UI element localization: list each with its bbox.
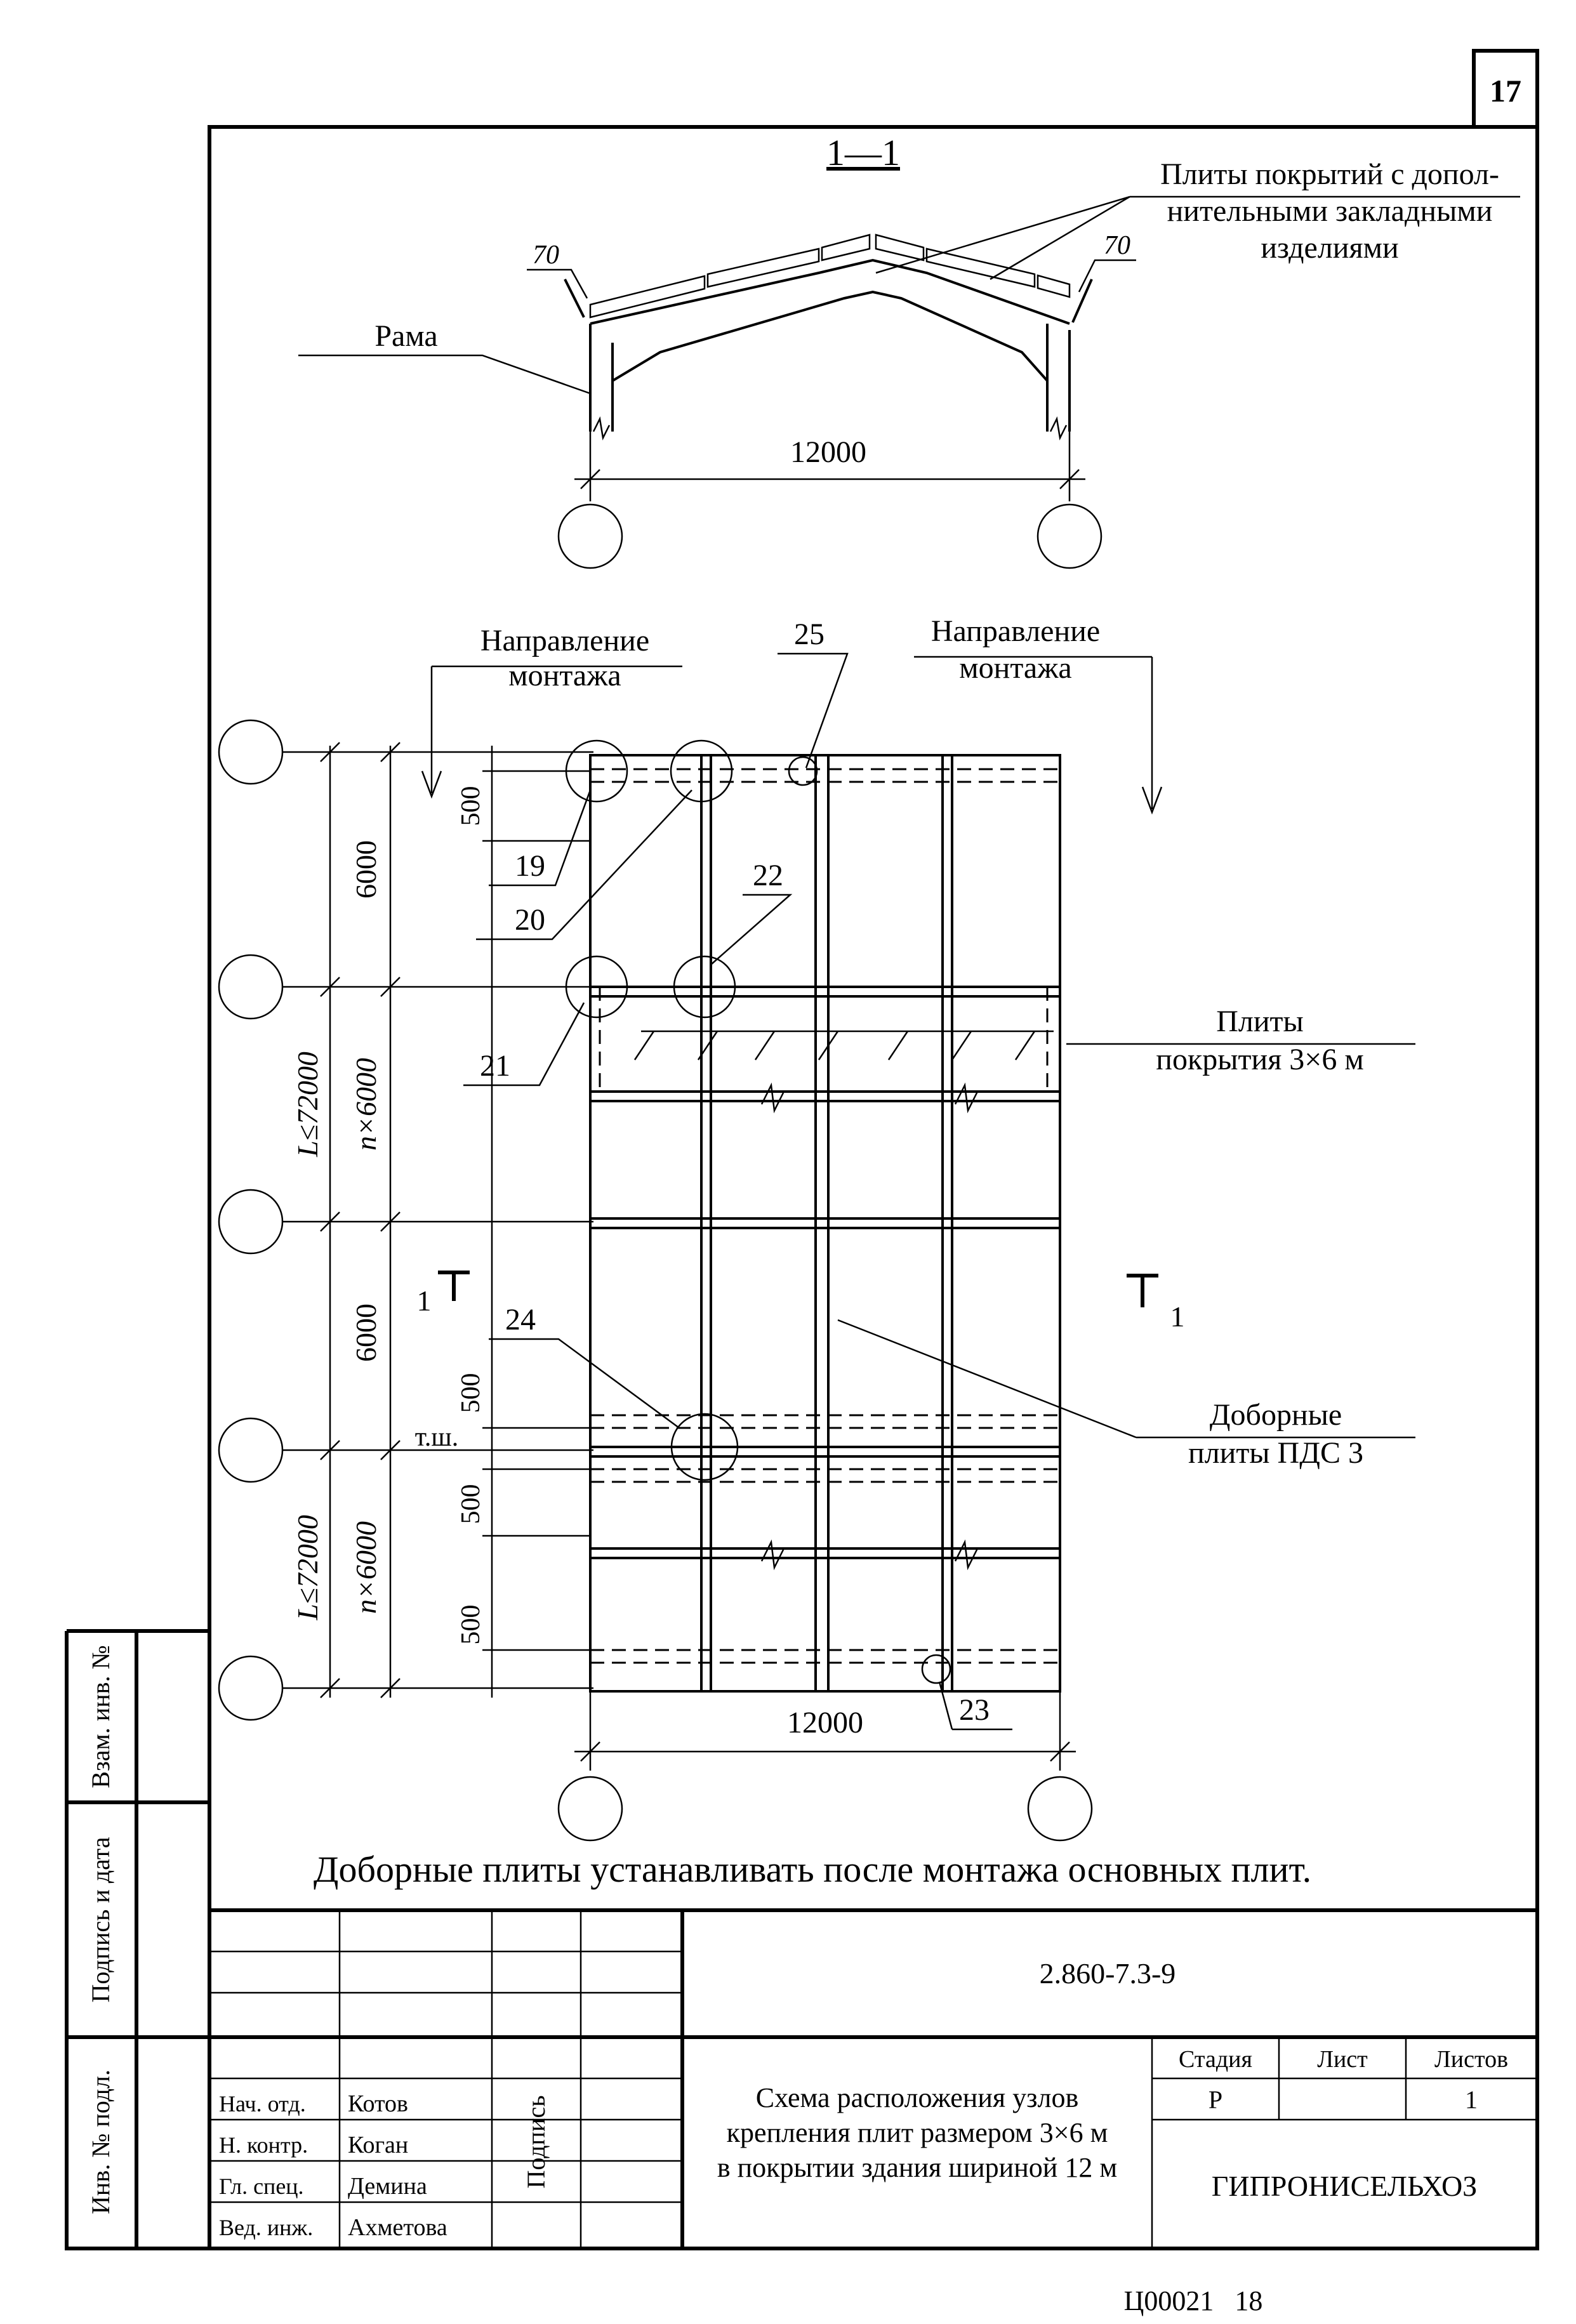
direction-right-l1: Направление — [931, 614, 1100, 648]
label-frame: Рама — [374, 319, 437, 353]
stage-header: Стадия — [1179, 2046, 1252, 2073]
node-20: 20 — [515, 903, 545, 937]
label-slabs-l3: изделиями — [1261, 231, 1398, 265]
name-2: Коган — [348, 2132, 408, 2158]
sheets-value: 1 — [1465, 2085, 1478, 2114]
direction-left-l1: Направление — [480, 624, 649, 657]
section-mark-left: 1 — [417, 1284, 432, 1317]
role-2: Н. контр. — [219, 2132, 308, 2158]
doc-code: 2.860-7.3-9 — [1040, 1957, 1176, 1990]
axis-circle — [557, 503, 623, 569]
section-1-1: 1—1 12000 70 70 Рама Плиты покрытий с до… — [298, 132, 1520, 569]
dim-L-bottom: L≤72000 — [291, 1515, 324, 1621]
side-label-signature: Подпись и дата — [86, 1837, 115, 2002]
page-number-box — [1472, 49, 1539, 129]
label-slabs-l1: Плиты покрытий с допол- — [1160, 157, 1499, 191]
footer-code: Ц00021 18 — [1124, 2285, 1263, 2316]
axis-circle — [218, 1655, 284, 1721]
assembly-note: Доборные плиты устанавливать после монта… — [314, 1849, 1311, 1890]
label-slabs-l2: нительными закладными — [1167, 194, 1493, 228]
axis-circle — [218, 954, 284, 1020]
title-l1: Схема расположения узлов — [756, 2082, 1079, 2113]
expansion-joint: т.ш. — [415, 1423, 459, 1452]
axis-circle — [1027, 1776, 1093, 1842]
title-l3: в покрытии здания шириной 12 м — [717, 2152, 1117, 2183]
dim-500-c: 500 — [456, 1484, 486, 1524]
roof-plan: Направление монтажа Направление монтажа … — [218, 614, 1415, 1842]
axis-circle — [218, 1189, 284, 1255]
name-3: Демина — [348, 2173, 427, 2200]
node-25: 25 — [794, 617, 824, 651]
section-mark-right: 1 — [1170, 1300, 1185, 1333]
dim-6000-top: 6000 — [350, 840, 382, 899]
node-23: 23 — [959, 1693, 990, 1727]
label-slabs-l2: покрытия 3×6 м — [1156, 1043, 1363, 1076]
plan-dim-span: 12000 — [787, 1706, 863, 1740]
node-21: 21 — [480, 1049, 510, 1083]
node-19: 19 — [515, 849, 545, 883]
direction-left-l2: монтажа — [508, 659, 621, 692]
side-strip: Взам. инв. № Подпись и дата Инв. № подл. — [65, 1629, 209, 2250]
section-dim-70-right: 70 — [1104, 231, 1130, 260]
dim-500-a: 500 — [456, 786, 486, 826]
node-24: 24 — [505, 1303, 536, 1337]
section-title: 1—1 — [826, 132, 900, 173]
organization: ГИПРОНИСЕЛЬХОЗ — [1212, 2170, 1477, 2202]
dim-500-d: 500 — [456, 1605, 486, 1645]
signature-header: Подпись — [522, 2096, 550, 2189]
dim-n6000-top: n×6000 — [350, 1058, 382, 1151]
sheet-header: Лист — [1317, 2046, 1368, 2073]
title-l2: крепления плит размером 3×6 м — [727, 2117, 1108, 2148]
name-4: Ахметова — [348, 2214, 447, 2241]
stage-value: Р — [1208, 2085, 1222, 2114]
label-addl-l1: Доборные — [1210, 1398, 1342, 1432]
label-addl-l2: плиты ПДС 3 — [1188, 1436, 1363, 1470]
dim-500-b: 500 — [456, 1373, 486, 1413]
dim-n6000-bottom: n×6000 — [350, 1521, 382, 1614]
axis-circle — [218, 719, 284, 785]
axis-circle — [1036, 503, 1103, 569]
dim-L-top: L≤72000 — [291, 1052, 324, 1158]
side-label-inv: Инв. № подл. — [86, 2070, 115, 2214]
label-slabs-l1: Плиты — [1216, 1005, 1304, 1038]
sheets-header: Листов — [1434, 2046, 1508, 2073]
sheet-frame — [208, 125, 1539, 2250]
section-dim-span: 12000 — [790, 435, 866, 469]
role-3: Гл. спец. — [219, 2174, 304, 2199]
axis-circle — [218, 1417, 284, 1483]
side-label-replace: Взам. инв. № — [86, 1645, 115, 1788]
node-22: 22 — [753, 859, 783, 892]
dim-6000-mid: 6000 — [350, 1304, 382, 1362]
axis-circle — [557, 1776, 623, 1842]
name-1: Котов — [348, 2090, 408, 2117]
page-number: 17 — [1490, 73, 1521, 109]
title-block: 2.860-7.3-9 Подпись Нач. отд. Н. контр. … — [209, 1908, 1537, 2248]
role-4: Вед. инж. — [219, 2215, 313, 2240]
section-dim-70-left: 70 — [533, 241, 559, 270]
role-1: Нач. отд. — [219, 2091, 306, 2116]
